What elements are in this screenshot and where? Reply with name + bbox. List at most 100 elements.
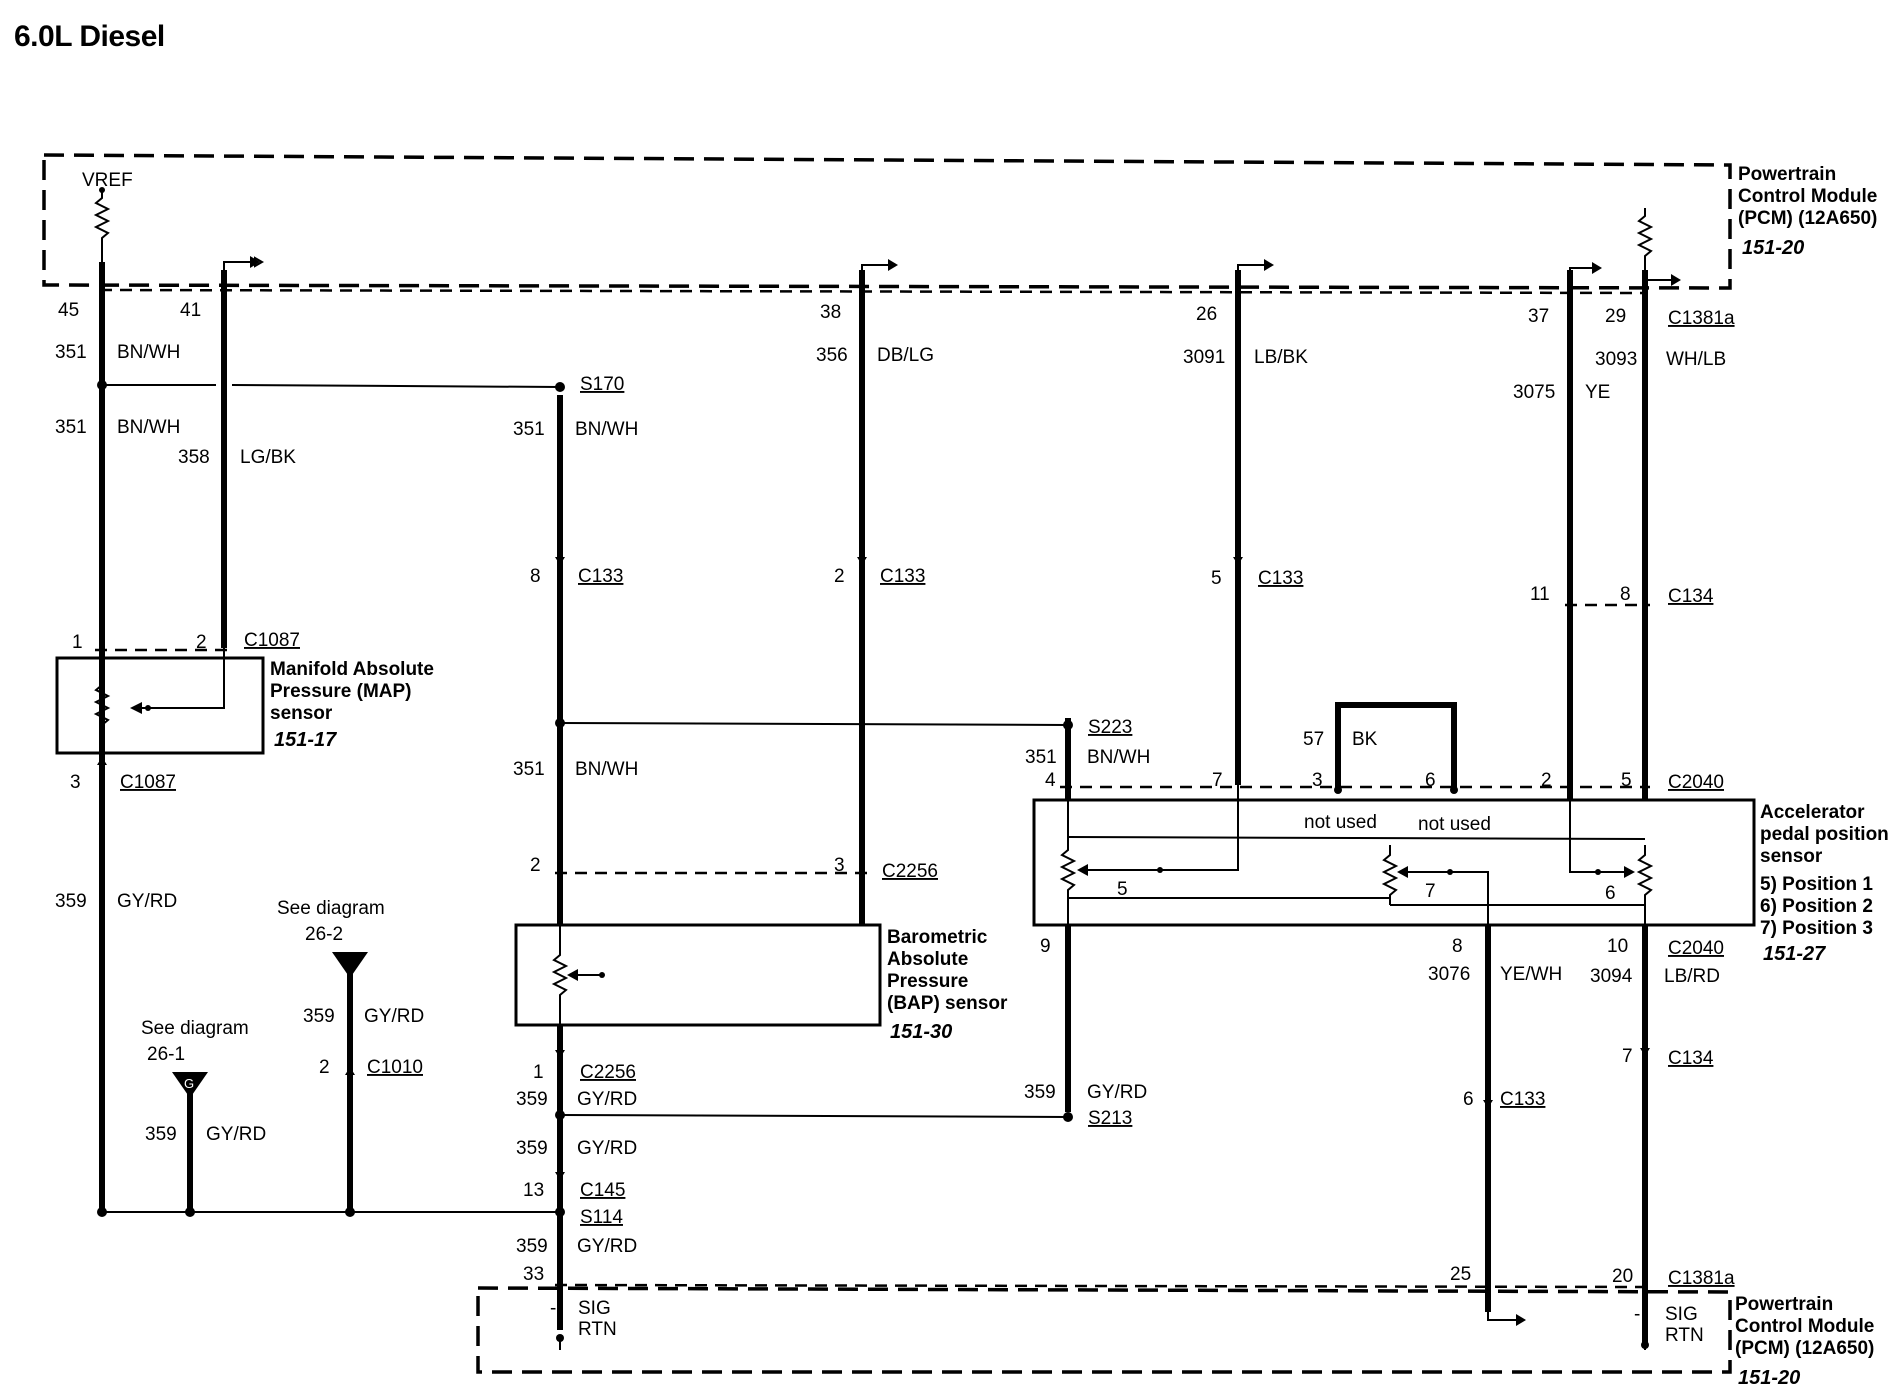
c2040-pin-6: 6: [1425, 770, 1436, 791]
wire-3075-circuit: 3075: [1513, 382, 1555, 403]
app-internal-5: 5: [1117, 879, 1128, 900]
c145-pin-13: 13: [523, 1180, 544, 1201]
see-diagram-label-1: See diagram: [277, 898, 385, 919]
wire-358-circuit: 358: [178, 447, 210, 468]
wire-359-c145-color: GY/RD: [577, 1138, 637, 1159]
splice-s170: S170: [580, 374, 624, 395]
map-sensor-label-3: sensor: [270, 703, 333, 724]
connector-dashes: [95, 603, 1650, 927]
see-diagram-label-2: See diagram: [141, 1018, 249, 1039]
sig-rtn-minus-1: -: [550, 1298, 556, 1319]
wire-358-color: LG/BK: [240, 447, 296, 468]
wire-359-s213-color: GY/RD: [1087, 1082, 1147, 1103]
pin-20: 20: [1612, 1266, 1633, 1287]
c133-pin-6: 6: [1463, 1089, 1474, 1110]
sig-rtn-label-4: RTN: [1665, 1325, 1704, 1346]
wire-3094-circuit: 3094: [1590, 966, 1633, 987]
wire-3093-color: WH/LB: [1666, 349, 1726, 370]
wire-351-bap-circuit: 351: [513, 419, 545, 440]
c2256-pin-2: 2: [530, 855, 541, 876]
c2040-pin-8: 8: [1452, 936, 1463, 957]
c1087-pin-2: 2: [196, 632, 207, 653]
wire-351-circuit-2: 351: [55, 417, 87, 438]
wire-351-color-2: BN/WH: [117, 417, 180, 438]
c2040-pin-3: 3: [1312, 770, 1323, 791]
c134-pin-8: 8: [1620, 584, 1631, 605]
app-sensor-label-1: Accelerator: [1760, 802, 1865, 823]
wire-359-pcm-circuit: 359: [516, 1236, 548, 1257]
pcm-label-2: Control Module: [1738, 186, 1877, 207]
sig-rtn-label-3: SIG: [1665, 1304, 1698, 1325]
connector-c2040-bottom: C2040: [1668, 938, 1724, 959]
pcm-bottom-label-2: Control Module: [1735, 1316, 1874, 1337]
pin-38: 38: [820, 302, 841, 323]
wire-359-s213-circuit: 359: [1024, 1082, 1056, 1103]
wire-351-s223-circuit: 351: [513, 759, 545, 780]
wire-351-app-color: BN/WH: [1087, 747, 1150, 768]
c134-pin-7: 7: [1622, 1046, 1633, 1067]
c133-pin-8: 8: [530, 566, 541, 587]
pcm-bottom-label-1: Powertrain: [1735, 1294, 1833, 1315]
wire-3091-circuit: 3091: [1183, 347, 1225, 368]
pin-marks: [97, 557, 1650, 1180]
wire-bundle: [99, 262, 1648, 1345]
app-internal-7: 7: [1425, 881, 1436, 902]
c2040-pin-9: 9: [1040, 936, 1051, 957]
map-sensor-box: [55, 656, 265, 755]
pcm-pullup-resistor: [1636, 208, 1654, 270]
wire-351-app-circuit: 351: [1025, 747, 1057, 768]
bap-sensor-label-4: (BAP) sensor: [887, 993, 1008, 1014]
wire-359-bap-circuit: 359: [516, 1089, 548, 1110]
pin-25: 25: [1450, 1264, 1471, 1285]
connector-c133-3: C133: [1258, 568, 1303, 589]
bap-sensor-box: [514, 923, 882, 1027]
pcm-bottom-page-ref: 151-20: [1738, 1367, 1800, 1389]
see-diagram-26-1-triangle: [172, 1072, 208, 1098]
pcm-ground-symbols: [223, 256, 1681, 286]
wire-3076-color: YE/WH: [1500, 964, 1562, 985]
splice-s223: S223: [1088, 717, 1132, 738]
app-sensor-label-3: sensor: [1760, 846, 1823, 867]
wire-3091-color: LB/BK: [1254, 347, 1308, 368]
wire-359-26-1-color: GY/RD: [206, 1124, 266, 1145]
not-used-1: not used: [1304, 812, 1377, 833]
wire-359-bap-color: GY/RD: [577, 1089, 637, 1110]
wire-57-color: BK: [1352, 729, 1378, 750]
c1087-pin-3: 3: [70, 772, 81, 793]
c2040-pin-10: 10: [1607, 936, 1628, 957]
c1381a-bottom-line: [554, 1283, 1646, 1289]
connector-c134-top: C134: [1668, 586, 1714, 607]
wire-3076-circuit: 3076: [1428, 964, 1470, 985]
connector-c2256-top: C2256: [882, 861, 938, 882]
app-internal-6: 6: [1605, 883, 1616, 904]
not-used-2: not used: [1418, 814, 1491, 835]
pin-26: 26: [1196, 304, 1217, 325]
wire-356-circuit: 356: [816, 345, 848, 366]
pcm-bottom-box: [476, 1286, 1732, 1374]
connector-c2256-bottom: C2256: [580, 1062, 636, 1083]
c1087-pin-1: 1: [72, 632, 83, 653]
bap-sensor-label-3: Pressure: [887, 971, 968, 992]
g-symbol: G: [184, 1076, 194, 1091]
splice-s114: S114: [580, 1207, 623, 1228]
c2040-pin-2: 2: [1541, 770, 1552, 791]
wire-3094-color: LB/RD: [1664, 966, 1720, 987]
app-position-2: 6) Position 2: [1760, 896, 1873, 917]
connector-c133-4: C133: [1500, 1089, 1545, 1110]
bap-sensor-label-2: Absolute: [887, 949, 968, 970]
connector-c145: C145: [580, 1180, 625, 1201]
splice-lines: [102, 384, 1069, 1213]
connector-c1010: C1010: [367, 1057, 423, 1078]
connector-c133-1: C133: [578, 566, 623, 587]
c133-pin-5: 5: [1211, 568, 1222, 589]
c2256-pin-1: 1: [533, 1062, 544, 1083]
wire-359-26-1-circuit: 359: [145, 1124, 177, 1145]
connector-c134-bottom: C134: [1668, 1048, 1714, 1069]
bap-sensor-page-ref: 151-30: [890, 1021, 952, 1043]
connector-c1087-bottom: C1087: [120, 772, 176, 793]
c2256-pin-3: 3: [834, 855, 845, 876]
map-sensor-label-2: Pressure (MAP): [270, 681, 412, 702]
wire-359-map-color: GY/RD: [117, 891, 177, 912]
c2040-pin-7: 7: [1212, 770, 1223, 791]
